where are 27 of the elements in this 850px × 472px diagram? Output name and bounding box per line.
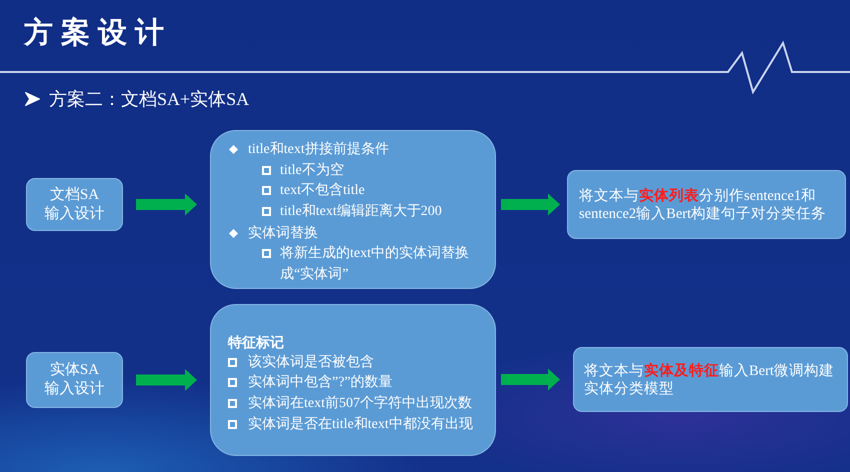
step-card	[26, 352, 123, 408]
bullet-text: 将新生成的text中的实体词替换成“实体词”	[280, 244, 470, 284]
step-card	[26, 178, 123, 231]
bullet-text: 实体词在text前507个字符中出现次数	[248, 394, 472, 412]
bullet-text: title和text拼接前提条件	[248, 140, 389, 158]
rules-panel	[210, 304, 496, 456]
bullet-text: 实体词是否在title和text中都没有出现	[248, 415, 473, 434]
slide-title: 方案设计	[24, 16, 172, 51]
bullet-text: 该实体词是否被包含	[248, 353, 374, 372]
subtitle: 方案二：文档SA+实体SA	[49, 88, 250, 110]
panel-heading: 特征标记	[228, 332, 284, 352]
bullet-text: 实体词中包含”?”的数量	[248, 373, 393, 392]
arrow	[501, 194, 560, 216]
result-card	[573, 347, 848, 412]
card-text: 文档SA输入设计	[44, 186, 106, 224]
arrow	[501, 368, 560, 390]
result-text: 将文本与实体列表分别作sentence1和sentence2输入Bert构建句子对分类任务	[579, 186, 828, 222]
arrow	[136, 194, 197, 216]
card-text: 实体SA输入设计	[44, 361, 106, 399]
result-text: 将文本与实体及特征输入Bert微调构建实体分类模型	[584, 362, 835, 398]
rules-panel	[210, 130, 496, 289]
bullet-text: title不为空	[280, 161, 344, 180]
bullet-text: 实体词替换	[248, 224, 318, 242]
bullet-text: text不包含title	[280, 182, 365, 200]
arrow	[136, 369, 197, 391]
result-card	[567, 170, 846, 239]
bullet-text: title和text编辑距离大于200	[280, 202, 442, 220]
